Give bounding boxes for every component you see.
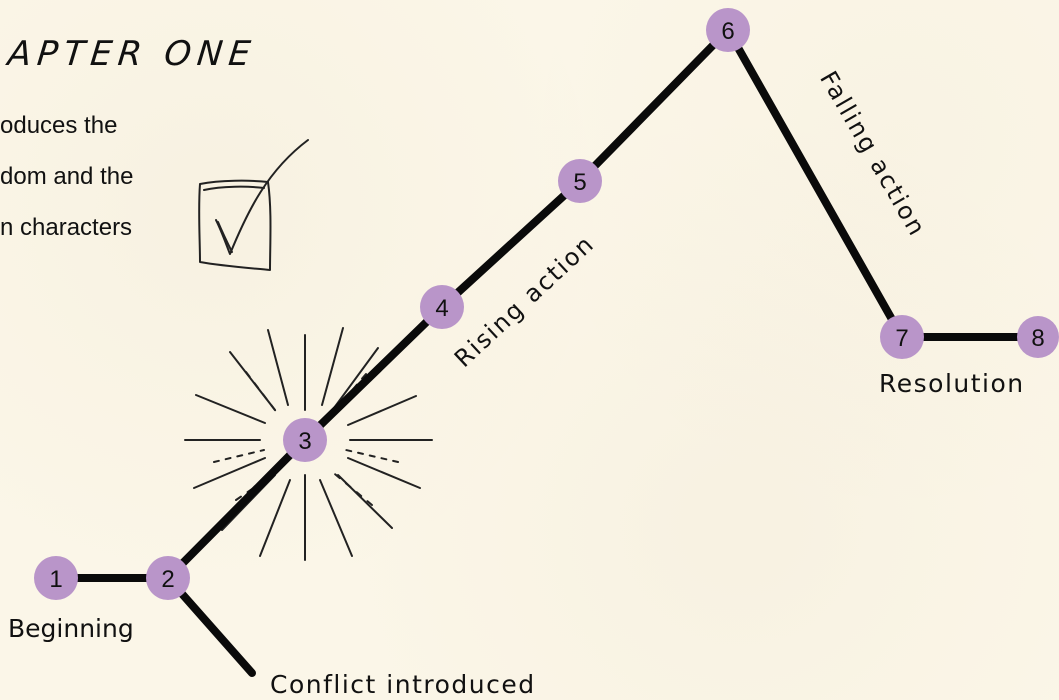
node-7-number: 7 — [895, 325, 908, 352]
node-1: 1 — [34, 556, 78, 600]
node-5-number: 5 — [573, 169, 586, 196]
node-4: 4 — [420, 285, 464, 329]
story-arc-line — [56, 30, 1038, 578]
checked-box-icon — [199, 140, 308, 270]
node-2-number: 2 — [161, 566, 174, 593]
node-6: 6 — [706, 8, 750, 52]
node-3: 3 — [283, 418, 327, 462]
node-5: 5 — [558, 159, 602, 203]
node-8-number: 8 — [1031, 325, 1044, 352]
node-1-number: 1 — [49, 566, 62, 593]
node-7: 7 — [880, 315, 924, 359]
rising-action-label: Rising action — [449, 229, 600, 373]
conflict-introduced-label: Conflict introduced — [270, 670, 536, 699]
node-6-number: 6 — [721, 18, 734, 45]
beginning-label: Beginning — [8, 614, 134, 643]
node-2: 2 — [146, 556, 190, 600]
node-8: 8 — [1017, 316, 1059, 358]
node-4-number: 4 — [435, 295, 448, 322]
node-3-number: 3 — [298, 428, 311, 455]
resolution-label: Resolution — [879, 369, 1025, 398]
